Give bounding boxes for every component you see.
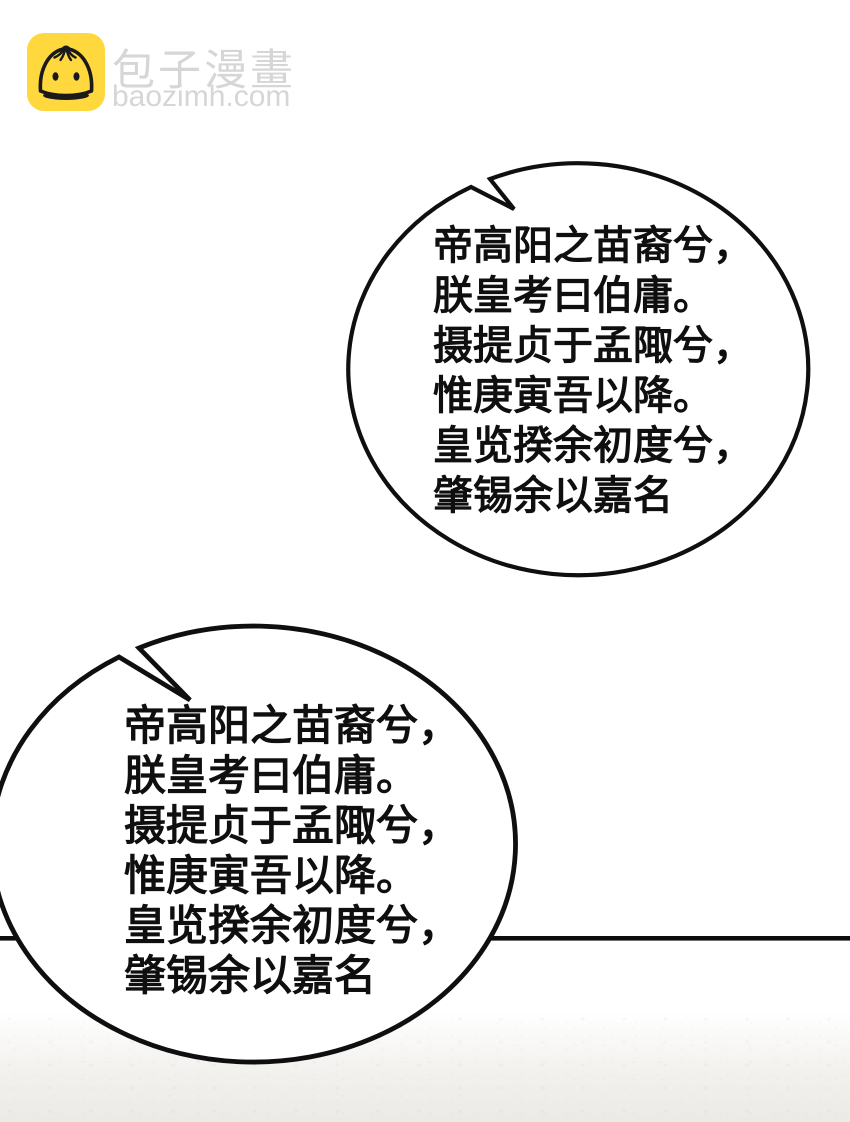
speech-line: 肇锡余以嘉名 — [433, 474, 673, 518]
speech-bubble-top-text: 帝高阳之苗裔兮， 朕皇考曰伯庸。 摄提贞于孟陬兮， 惟庚寅吾以降。 皇览揆余初度… — [433, 221, 753, 521]
watermark-domain-text: baozimh.com — [112, 80, 291, 113]
speech-bubble-top-shape — [346, 161, 811, 578]
speech-line: 肇锡余以嘉名 — [124, 952, 377, 999]
speech-line: 帝高阳之苗裔兮， — [124, 702, 461, 749]
speech-line: 朕皇考曰伯庸。 — [124, 752, 419, 799]
speech-line: 朕皇考曰伯庸。 — [433, 274, 713, 318]
baozi-pleats — [53, 47, 77, 62]
speech-bubble-bottom-shape — [0, 623, 518, 1065]
speech-line: 摄提贞于孟陬兮， — [433, 324, 753, 368]
baozi-topknot — [62, 45, 70, 49]
speech-line: 惟庚寅吾以降。 — [124, 852, 419, 899]
baozi-bun-icon — [27, 33, 105, 111]
speech-line: 皇览揆余初度兮， — [433, 424, 753, 468]
watermark-brand-text: 包子漫畫 — [112, 47, 296, 95]
baozi-right-eye — [73, 72, 80, 81]
baozi-bun-outline — [38, 46, 94, 98]
speech-line: 摄提贞于孟陬兮， — [124, 802, 461, 849]
baozi-left-eye — [52, 72, 59, 81]
speech-line: 皇览揆余初度兮， — [124, 902, 461, 949]
speech-line: 帝高阳之苗裔兮， — [433, 224, 753, 268]
speech-line: 惟庚寅吾以降。 — [433, 374, 713, 418]
speech-bubble-bottom-text: 帝高阳之苗裔兮， 朕皇考曰伯庸。 摄提贞于孟陬兮， 惟庚寅吾以降。 皇览揆余初度… — [124, 701, 460, 1001]
